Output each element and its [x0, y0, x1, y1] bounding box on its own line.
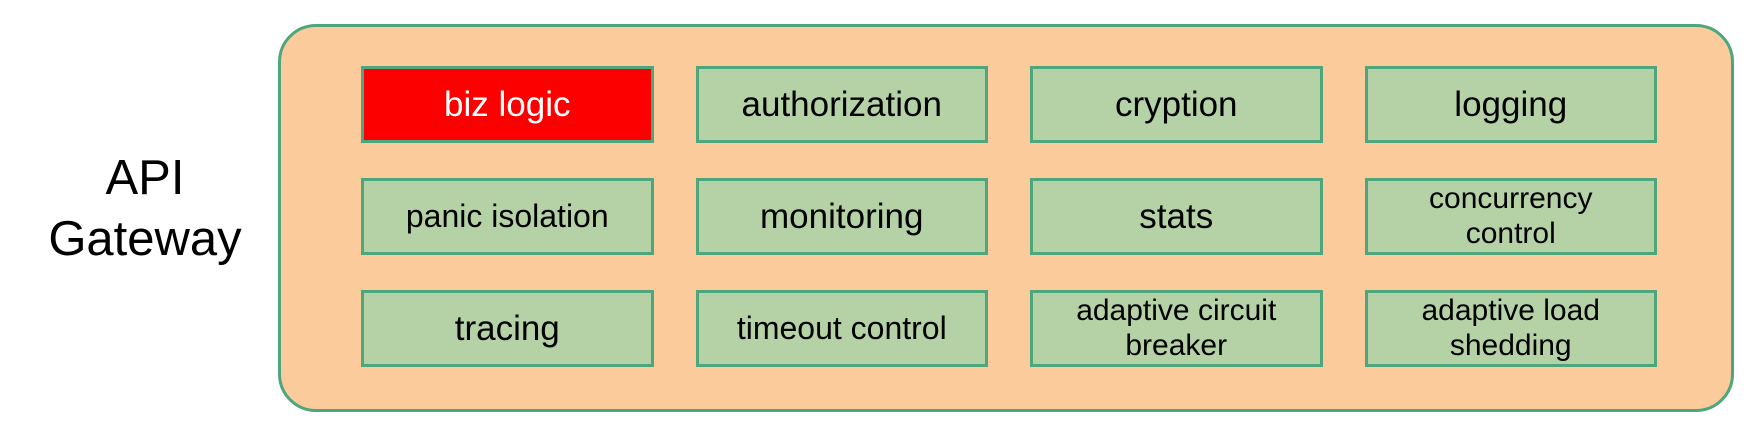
middleware-cell-adaptive-circuit-breaker[interactable]: adaptive circuit breaker: [1030, 290, 1323, 367]
middleware-grid: biz logic authorization cryption logging…: [361, 66, 1657, 367]
middleware-row: tracing timeout control adaptive circuit…: [361, 290, 1657, 367]
middleware-cell-biz-logic[interactable]: biz logic: [361, 66, 654, 143]
middleware-cell-adaptive-load-shedding[interactable]: adaptive load shedding: [1364, 290, 1657, 367]
api-gateway-label: API Gateway: [48, 151, 242, 266]
middleware-cell-monitoring[interactable]: monitoring: [695, 178, 988, 255]
middleware-cell-panic-isolation[interactable]: panic isolation: [361, 178, 654, 255]
middleware-row: biz logic authorization cryption logging: [361, 66, 1657, 143]
middleware-cell-timeout-control[interactable]: timeout control: [695, 290, 988, 367]
middleware-cell-logging[interactable]: logging: [1364, 66, 1657, 143]
middleware-row: panic isolation monitoring stats concurr…: [361, 178, 1657, 255]
middleware-cell-tracing[interactable]: tracing: [361, 290, 654, 367]
middleware-cell-stats[interactable]: stats: [1030, 178, 1323, 255]
middleware-cell-concurrency-control[interactable]: concurrency control: [1364, 178, 1657, 255]
api-gateway-panel: biz logic authorization cryption logging…: [278, 24, 1734, 412]
middleware-cell-authorization[interactable]: authorization: [695, 66, 988, 143]
middleware-cell-cryption[interactable]: cryption: [1030, 66, 1323, 143]
